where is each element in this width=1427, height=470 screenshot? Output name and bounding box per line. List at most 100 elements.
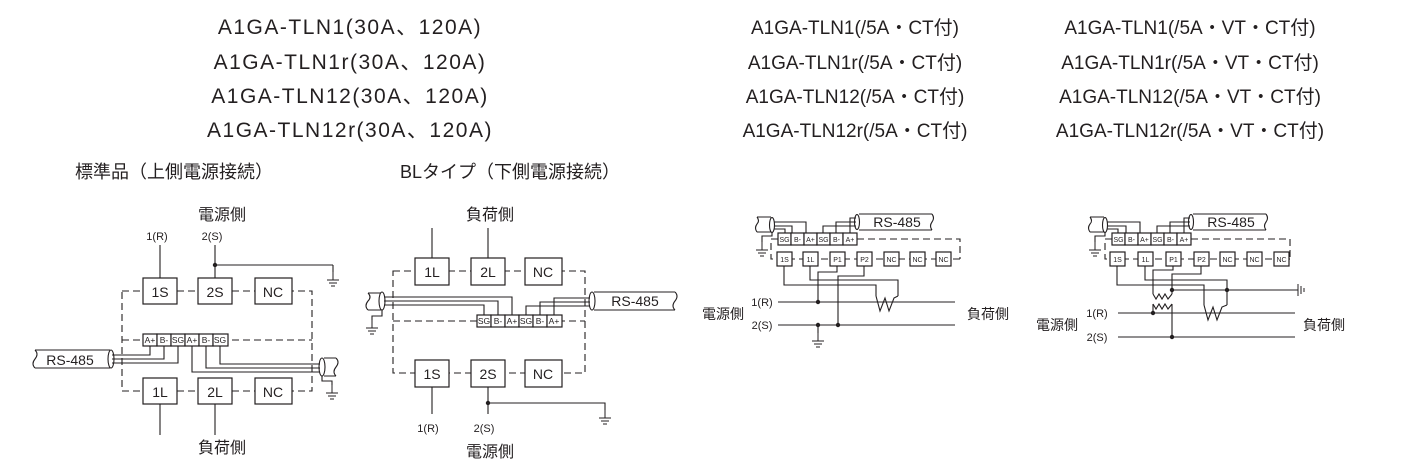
terminal-box: NC [263, 384, 283, 400]
terminal-box: NC [912, 257, 922, 264]
ground-icon [1088, 241, 1102, 257]
terminal-cell: A+ [145, 335, 156, 345]
model-heading: A1GA-TLN12(/5A・VT・CT付) [1059, 86, 1321, 108]
rs485-terminal-strip: A+ B- SG A+ B- SG [142, 333, 229, 347]
terminal-box: 2L [480, 264, 496, 280]
top-terminal-boxes: 1L 2L NC [414, 257, 563, 286]
terminal-cell: B- [833, 237, 841, 244]
model-heading: A1GA-TLN12r(30A、120A) [207, 119, 493, 142]
rs485-cable-right: RS-485 [525, 291, 678, 315]
terminal-cell: A+ [549, 316, 560, 326]
terminal-cell: B- [202, 335, 211, 345]
terminal-box: 1S [423, 366, 440, 382]
rs485-terminal-strip: SG B- A+ SG B- A+ [476, 314, 563, 328]
terminal-cell: A+ [806, 237, 815, 244]
bottom-terminal-boxes: 1L 2L NC [142, 377, 293, 405]
heading-group-30a-120a: A1GA-TLN1(30A、120A) A1GA-TLN1r(30A、120A)… [207, 16, 493, 142]
model-heading: A1GA-TLN1r(/5A・VT・CT付) [1061, 52, 1319, 74]
rs485-cable-left [365, 291, 513, 335]
load-side-label: 負荷側 [1303, 317, 1345, 333]
rs485-cable-right [191, 346, 339, 400]
source-side-label: 電源側 [198, 206, 246, 224]
cable-label: RS-485 [873, 214, 921, 230]
ground-icon [1291, 283, 1305, 297]
terminal-box: NC [1249, 257, 1259, 264]
line2-label: 2(S) [474, 423, 495, 435]
terminal-cell: B- [160, 335, 169, 345]
terminal-box: 1L [424, 264, 440, 280]
terminal-box: P2 [1197, 257, 1206, 264]
terminal-box: 1S [780, 257, 789, 264]
line2-label: 2(S) [1087, 332, 1108, 344]
terminal-cell: SG [779, 237, 789, 244]
terminal-cell: SG [214, 335, 226, 345]
terminal-box: 2L [207, 384, 223, 400]
terminal-box: 1S [151, 284, 168, 300]
vt-coil-icon [1152, 302, 1173, 311]
terminal-cell: SG [478, 316, 490, 326]
line1-label: 1(R) [1086, 308, 1107, 320]
ground-icon [325, 384, 339, 400]
model-heading: A1GA-TLN12r(/5A・VT・CT付) [1056, 120, 1324, 142]
terminal-cell: SG [818, 237, 828, 244]
diagram-title: BLタイプ（下側電源接続） [400, 162, 620, 182]
diagram-bl-type: BLタイプ（下側電源接続） 負荷側 1L 2L NC SG B- A+ SG B… [365, 162, 678, 461]
terminal-box: NC [1222, 257, 1232, 264]
terminal-cell: SG [1113, 237, 1123, 244]
model-heading: A1GA-TLN1(/5A・CT付) [751, 17, 959, 39]
diagram-vt-ct: SG B- A+ SG B- A+ RS-485 1S 1L P1 P2 NC … [1036, 213, 1345, 344]
source-side-label: 電源側 [466, 443, 514, 461]
ct-coil-icon [875, 295, 899, 313]
terminal-cell: SG [172, 335, 184, 345]
model-heading: A1GA-TLN12(30A、120A) [211, 85, 488, 108]
terminal-box: 1L [1142, 257, 1150, 264]
vt-coil-icon [1152, 292, 1173, 301]
terminal-box: 1S [1113, 257, 1122, 264]
terminal-cell: B- [794, 237, 802, 244]
rs485-terminal-strip: SG B- A+ SG B- A+ [1111, 232, 1192, 246]
ground-icon [365, 319, 379, 335]
terminal-cell: B- [536, 316, 545, 326]
line2-label: 2(S) [202, 231, 223, 243]
terminal-box: NC [886, 257, 896, 264]
diagram-title: 標準品（上側電源接続） [75, 162, 273, 182]
terminal-box: NC [533, 366, 553, 382]
diagram-ct: SG B- A+ SG B- A+ RS-485 1S 1L P1 P2 NC … [702, 213, 1009, 348]
terminal-box: 1L [152, 384, 168, 400]
model-heading: A1GA-TLN1r(30A、120A) [214, 51, 487, 74]
line1-label: 1(R) [417, 423, 438, 435]
terminal-box: 2S [206, 284, 223, 300]
terminal-cell: A+ [1140, 237, 1149, 244]
terminal-box: P2 [860, 257, 869, 264]
terminal-box: P1 [833, 257, 842, 264]
line2-label: 2(S) [752, 320, 773, 332]
terminal-box: 1L [807, 257, 815, 264]
meter-terminal-row: 1S 1L P1 P2 NC NC NC [1109, 251, 1290, 267]
terminal-box: NC [263, 284, 283, 300]
terminal-box: 2S [479, 366, 496, 382]
line1-label: 1(R) [146, 231, 167, 243]
terminal-box: P1 [1169, 257, 1178, 264]
line1-label: 1(R) [751, 297, 772, 309]
terminal-box: NC [938, 257, 948, 264]
model-heading: A1GA-TLN12(/5A・CT付) [746, 86, 965, 108]
ground-icon [755, 241, 769, 257]
ground-icon [326, 271, 340, 287]
terminal-cell: SG [520, 316, 532, 326]
source-side-label: 電源側 [1036, 317, 1078, 333]
terminal-cell: A+ [846, 237, 855, 244]
model-heading: A1GA-TLN1(30A、120A) [218, 16, 482, 39]
ground-icon [811, 332, 825, 348]
source-side-label: 電源側 [702, 306, 744, 322]
bottom-terminal-boxes: 1S 2S NC [414, 359, 563, 388]
meter-terminal-row: 1S 1L P1 P2 NC NC NC [776, 251, 952, 267]
terminal-box: NC [1276, 257, 1286, 264]
terminal-cell: SG [1152, 237, 1162, 244]
ground-icon [598, 409, 612, 425]
load-side-label: 負荷側 [198, 439, 246, 457]
cable-label: RS-485 [1207, 214, 1255, 230]
load-side-label: 負荷側 [967, 306, 1009, 322]
terminal-cell: B- [494, 316, 503, 326]
rs485-terminal-strip: SG B- A+ SG B- A+ [777, 232, 858, 246]
